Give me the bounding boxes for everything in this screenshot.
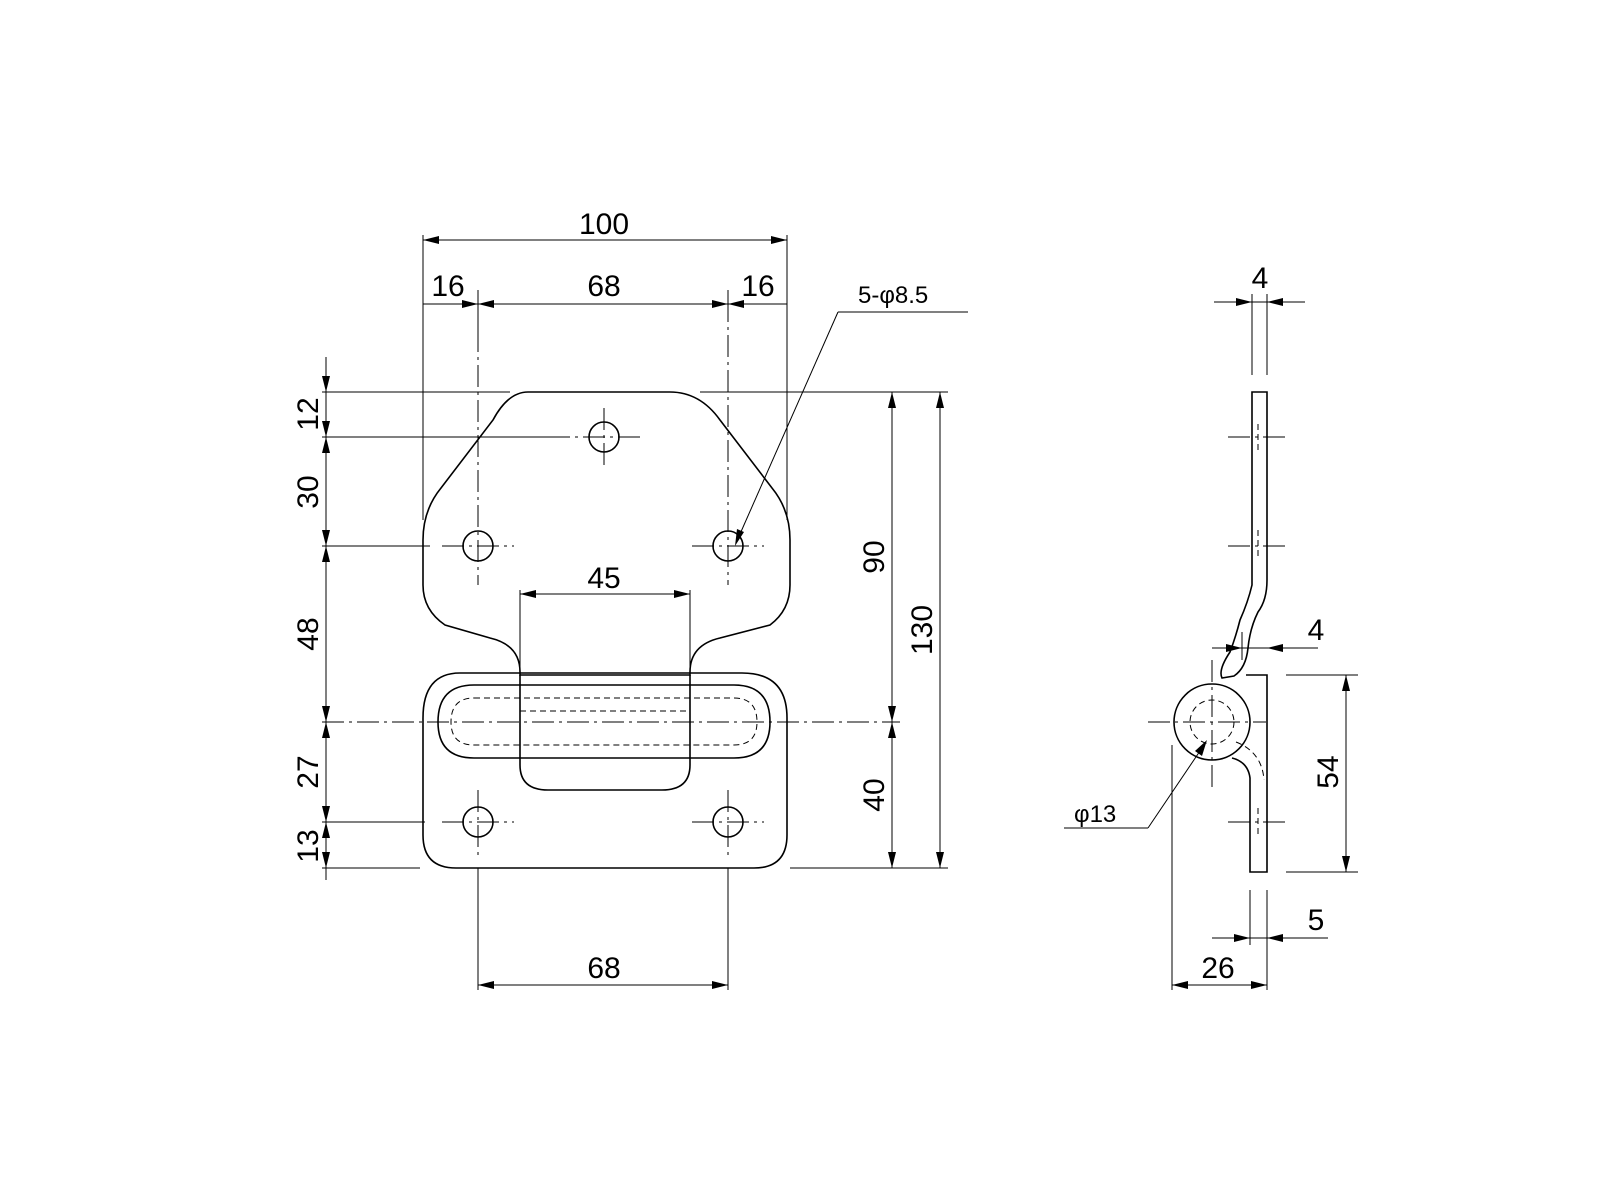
hole-note: 5-φ8.5: [858, 282, 928, 309]
dim-slot-width: 45: [587, 562, 620, 595]
dim-edge-left: 16: [431, 270, 464, 303]
dim-hole-spacing-top: 68: [587, 270, 620, 303]
side-plate-profile: [1220, 391, 1268, 679]
hole-centerlines: [322, 300, 900, 855]
hole-note-leader: [735, 311, 968, 546]
side-dim-offset: 4: [1308, 614, 1325, 647]
side-dim-thickness-top: 4: [1252, 262, 1269, 295]
side-dim-height: 54: [1312, 755, 1345, 788]
dim-v-30: 30: [292, 475, 325, 508]
dim-total-width: 100: [579, 208, 629, 241]
side-hidden-curve: [1235, 741, 1265, 781]
side-dim-ring: φ13: [1074, 801, 1116, 828]
tongue-lip: [519, 675, 691, 791]
side-lower-flange: [1231, 674, 1268, 873]
side-view: 4 4 54 5 26 φ13: [1064, 262, 1358, 990]
side-dimensions: [1064, 298, 1350, 989]
dim-v-13: 13: [292, 829, 325, 862]
dim-v-27: 27: [292, 755, 325, 788]
dim-v-12: 12: [292, 397, 325, 430]
lower-plate-outline: [422, 672, 788, 869]
dim-hole-spacing-bottom: 68: [587, 952, 620, 985]
horizontal-dimensions: [423, 236, 787, 989]
right-vertical-dimensions: [888, 392, 944, 868]
side-dim-depth: 26: [1201, 952, 1234, 985]
slot-outer: [437, 684, 771, 759]
side-extension-lines: [1171, 294, 1358, 990]
slot-inner-hidden: [450, 697, 758, 746]
dim-v-40: 40: [858, 778, 891, 811]
extension-lines: [322, 235, 948, 990]
dim-v-90: 90: [858, 540, 891, 573]
left-vertical-dimensions: [322, 357, 330, 880]
dim-v-130: 130: [906, 605, 939, 655]
side-dim-base: 5: [1308, 904, 1325, 937]
dim-v-48: 48: [292, 617, 325, 650]
front-view: 100 16 68 16 45 68 5-φ8.5 12 30 48 27 13…: [292, 208, 968, 990]
dim-edge-right: 16: [741, 270, 774, 303]
side-centerlines: [1148, 436, 1285, 823]
